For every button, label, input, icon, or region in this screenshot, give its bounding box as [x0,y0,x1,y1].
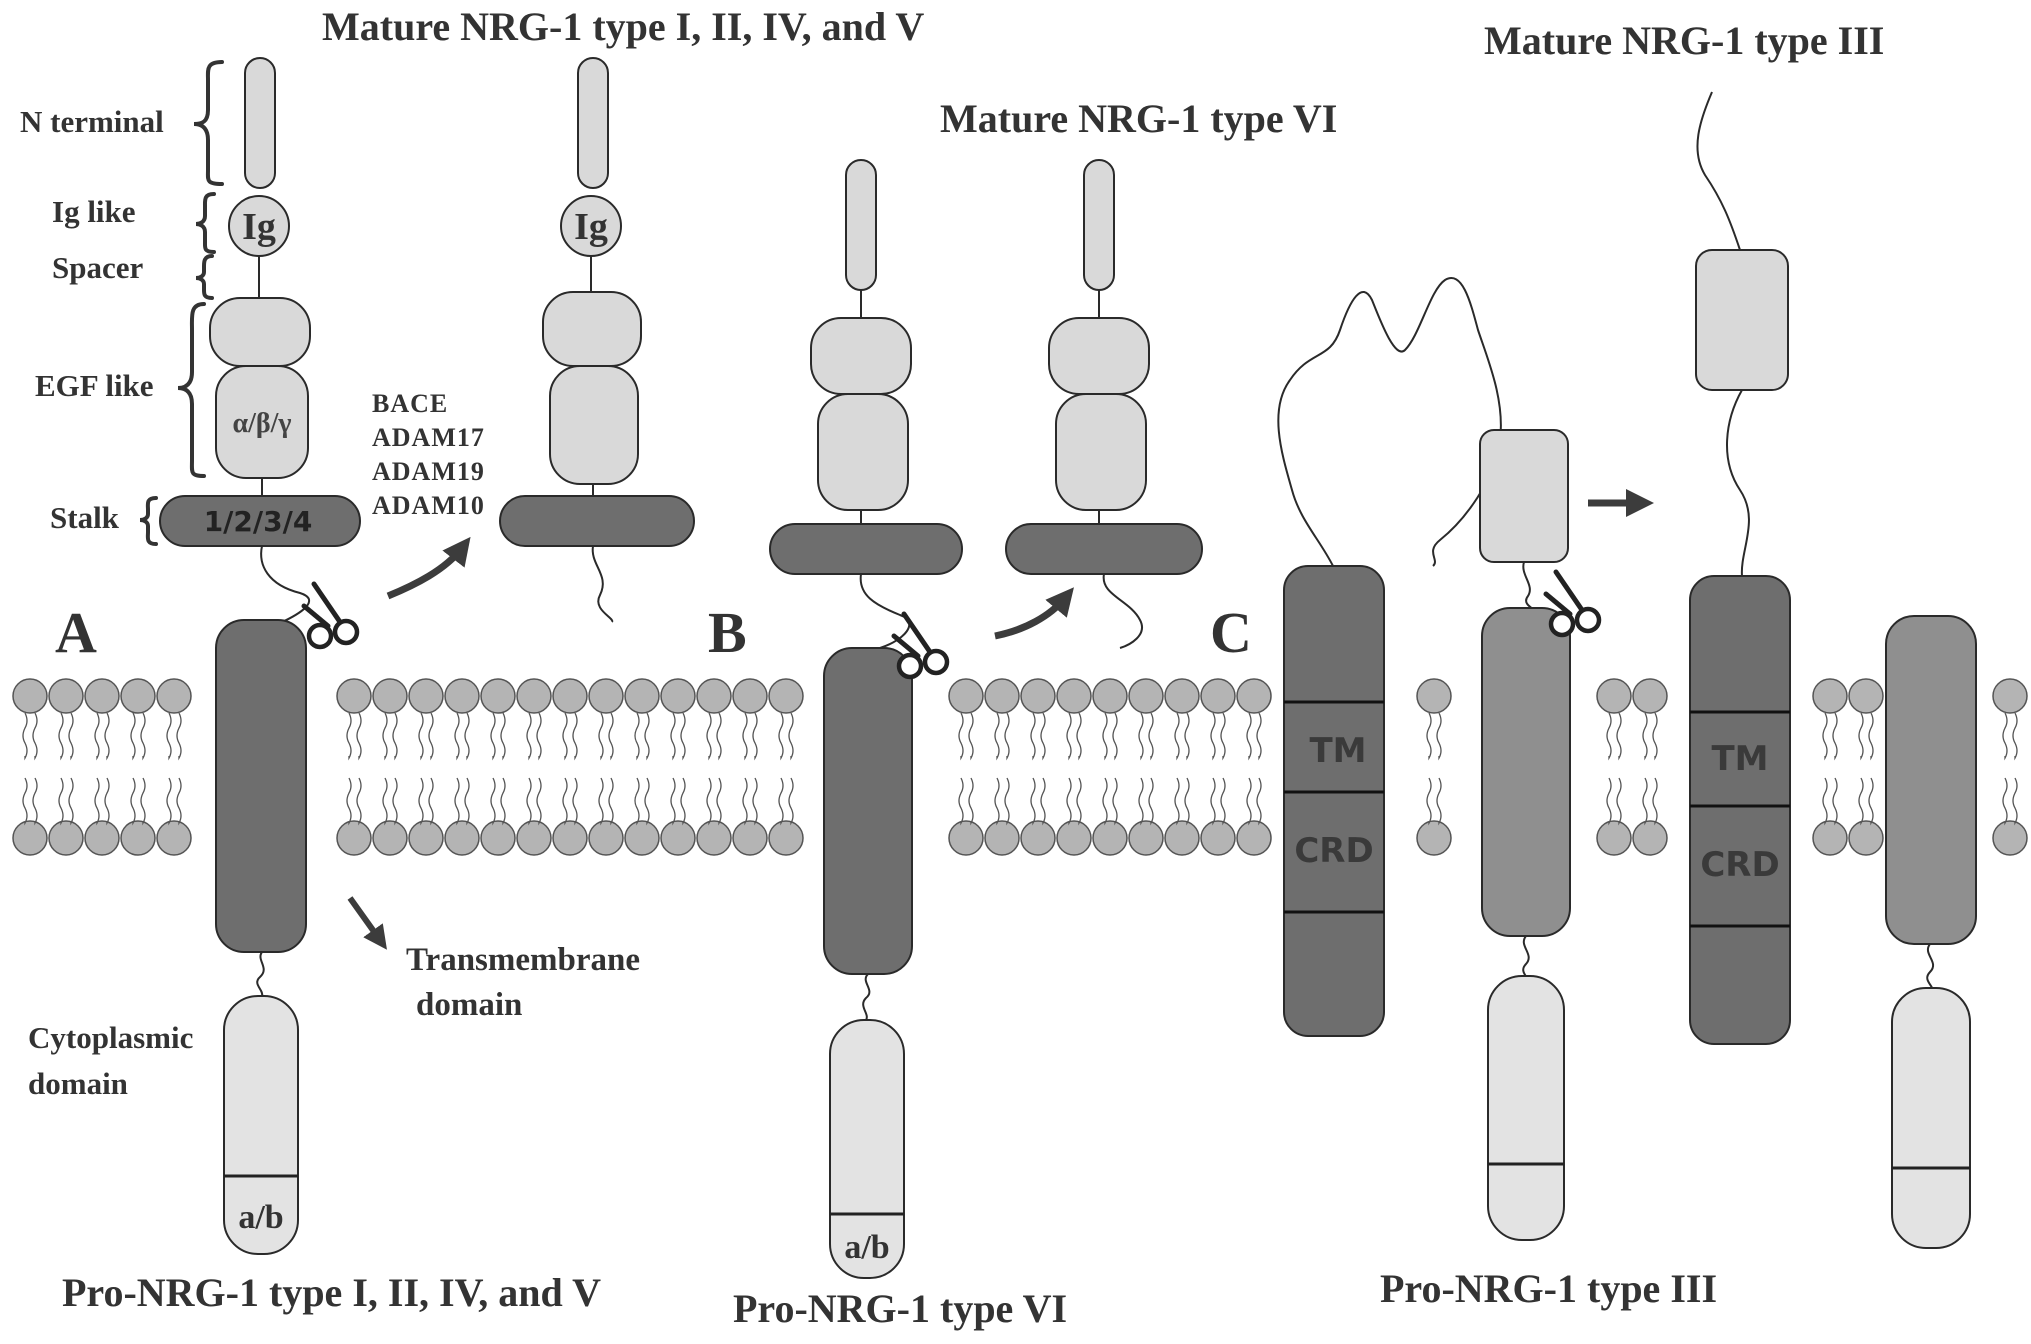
pro-title-c: Pro-NRG-1 type III [1380,1266,1717,1311]
panel-letter-a: A [55,600,97,665]
protease-list: BACE ADAM17 ADAM19 ADAM10 [372,389,485,520]
mature-title-c: Mature NRG-1 type III [1484,18,1884,63]
scissors-icon [894,614,947,677]
ig-label: Ig [242,206,276,248]
protease-1: BACE [372,389,448,418]
label-cytoplasmic-line1: Cytoplasmic [28,1020,193,1055]
remnant-nrg1-type-iii-molecule [1885,615,1977,1249]
cytoplasmic-domain [223,995,299,1255]
label-transmembrane-line1: Transmembrane [406,942,640,978]
panel-c: C TM CRD [1210,18,1977,1311]
label-n-terminal: N terminal [20,104,164,139]
mature-ig-label: Ig [574,206,608,248]
protease-3: ADAM19 [372,457,485,486]
mature-nrg1-type-i-molecule: Ig [499,57,695,623]
egf-domain-upper [209,297,311,367]
panel-letter-c: C [1210,600,1252,665]
stalk-domain [159,495,361,547]
scissors-icon [304,584,357,647]
mature-nrg1-type-iii-molecule: TM CRD [1689,91,1791,1045]
pro-nrg1-type-iii-molecule-2 [1479,429,1599,1241]
cell-membrane [12,678,2028,856]
mature-title-b: Mature NRG-1 type VI [940,96,1337,141]
label-ig-like: Ig like [52,194,136,229]
domain-braces [139,60,224,546]
label-transmembrane-line2: domain [416,987,522,1023]
tm-label-1: TM [1309,731,1366,771]
panel-letter-b: B [708,600,747,665]
protease-4: ADAM10 [372,491,485,520]
tail-isoform-label: a/b [238,1199,283,1236]
domain-labels: N terminal Ig like Spacer EGF like Stalk… [20,104,640,1101]
pro-title-b: Pro-NRG-1 type VI [733,1286,1067,1331]
curved-arrow-icon [994,587,1074,640]
label-cytoplasmic-line2: domain [28,1066,128,1101]
protease-2: ADAM17 [372,423,485,452]
pro-title-a: Pro-NRG-1 type I, II, IV, and V [62,1270,601,1315]
panel-a: A Ig α/β/γ 1/2/3/4 a/b N terminal Ig lik… [20,4,924,1315]
tm-label-2: TM [1711,739,1768,779]
crd-label-2: CRD [1700,845,1779,885]
pro-nrg1-type-vi-molecule: a/b [769,159,963,1279]
label-stalk: Stalk [50,500,120,535]
scissors-icon [1546,572,1599,635]
label-egf-like: EGF like [35,368,154,403]
label-spacer: Spacer [52,250,144,285]
crd-label-1: CRD [1294,831,1373,871]
panel-b: B a/b Mature NRG-1 type VI [708,96,1337,1331]
pro-nrg1-type-iii-molecule-1: TM CRD [1277,277,1502,1037]
stalk-isoform-label: 1/2/3/4 [204,505,313,538]
transmembrane-domain [215,619,307,953]
egf-isoform-label: α/β/γ [232,408,291,439]
mature-title-a: Mature NRG-1 type I, II, IV, and V [322,4,924,49]
pro-nrg1-type-i-molecule: Ig α/β/γ 1/2/3/4 a/b [159,57,361,1255]
n-terminal-domain [244,57,276,189]
tail-isoform-label-b: a/b [844,1229,889,1266]
curved-arrow-icon [386,536,471,600]
mature-nrg1-type-vi-molecule [1005,159,1203,649]
straight-arrow-icon [347,896,387,950]
